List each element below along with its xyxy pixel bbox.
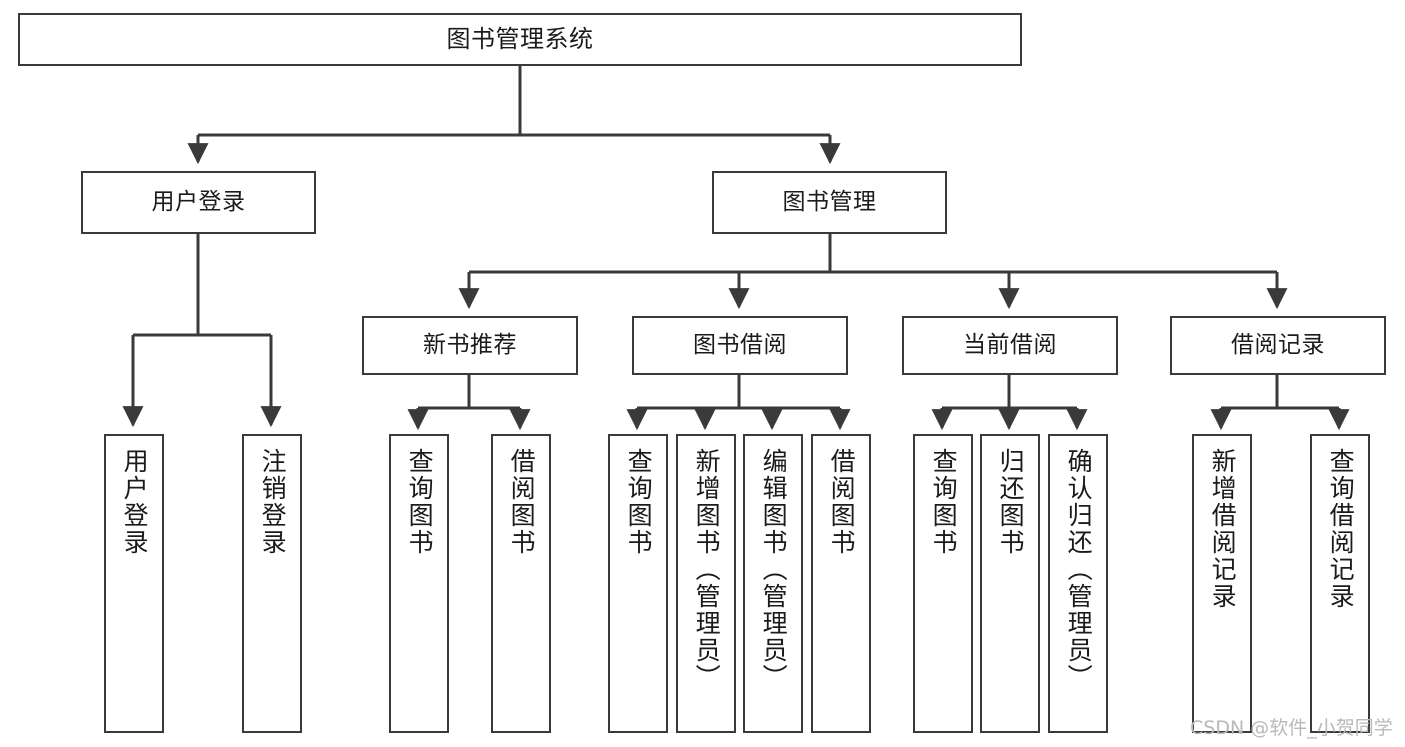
node-new-book-recommend-label: 新书推荐 bbox=[423, 331, 517, 358]
leaf-query-book-2-label: 查询图书 bbox=[624, 448, 654, 556]
leaf-return-book-label: 归还图书 bbox=[996, 448, 1026, 556]
node-book-management[interactable]: 图书管理 bbox=[712, 171, 947, 234]
leaf-return-book[interactable]: 归还图书 bbox=[980, 434, 1040, 733]
leaf-add-book[interactable]: 新增图书（管理员） bbox=[676, 434, 736, 733]
leaf-query-book-1[interactable]: 查询图书 bbox=[389, 434, 449, 733]
leaf-borrow-book-2-label: 借阅图书 bbox=[827, 448, 857, 556]
leaf-edit-book[interactable]: 编辑图书（管理员） bbox=[743, 434, 803, 733]
node-book-borrow[interactable]: 图书借阅 bbox=[632, 316, 848, 375]
leaf-user-logout-label: 注销登录 bbox=[258, 448, 288, 556]
leaf-borrow-book-1[interactable]: 借阅图书 bbox=[491, 434, 551, 733]
node-user-login[interactable]: 用户登录 bbox=[81, 171, 316, 234]
leaf-query-borrow-record[interactable]: 查询借阅记录 bbox=[1310, 434, 1370, 733]
leaf-edit-book-label: 编辑图书（管理员） bbox=[759, 448, 789, 691]
csdn-watermark: CSDN @软件_小贺同学 bbox=[1190, 717, 1393, 739]
leaf-borrow-book-2[interactable]: 借阅图书 bbox=[811, 434, 871, 733]
node-root[interactable]: 图书管理系统 bbox=[18, 13, 1022, 66]
leaf-confirm-return-label: 确认归还（管理员） bbox=[1064, 448, 1094, 691]
node-book-borrow-label: 图书借阅 bbox=[693, 331, 787, 358]
node-new-book-recommend[interactable]: 新书推荐 bbox=[362, 316, 578, 375]
leaf-add-book-label: 新增图书（管理员） bbox=[692, 448, 722, 691]
leaf-query-borrow-record-label: 查询借阅记录 bbox=[1326, 448, 1356, 610]
leaf-borrow-book-1-label: 借阅图书 bbox=[507, 448, 537, 556]
leaf-add-borrow-record-label: 新增借阅记录 bbox=[1208, 448, 1238, 610]
leaf-query-book-1-label: 查询图书 bbox=[405, 448, 435, 556]
leaf-query-book-3[interactable]: 查询图书 bbox=[913, 434, 973, 733]
leaf-confirm-return[interactable]: 确认归还（管理员） bbox=[1048, 434, 1108, 733]
leaf-add-borrow-record[interactable]: 新增借阅记录 bbox=[1192, 434, 1252, 733]
node-borrow-record-label: 借阅记录 bbox=[1231, 331, 1325, 358]
node-borrow-record[interactable]: 借阅记录 bbox=[1170, 316, 1386, 375]
leaf-user-login[interactable]: 用户登录 bbox=[104, 434, 164, 733]
node-book-management-label: 图书管理 bbox=[782, 188, 877, 215]
node-user-login-label: 用户登录 bbox=[151, 188, 246, 215]
leaf-user-login-label: 用户登录 bbox=[120, 448, 150, 556]
node-current-borrow[interactable]: 当前借阅 bbox=[902, 316, 1118, 375]
node-current-borrow-label: 当前借阅 bbox=[963, 331, 1057, 358]
leaf-query-book-2[interactable]: 查询图书 bbox=[608, 434, 668, 733]
leaf-user-logout[interactable]: 注销登录 bbox=[242, 434, 302, 733]
node-root-label: 图书管理系统 bbox=[446, 25, 594, 54]
leaf-query-book-3-label: 查询图书 bbox=[929, 448, 959, 556]
